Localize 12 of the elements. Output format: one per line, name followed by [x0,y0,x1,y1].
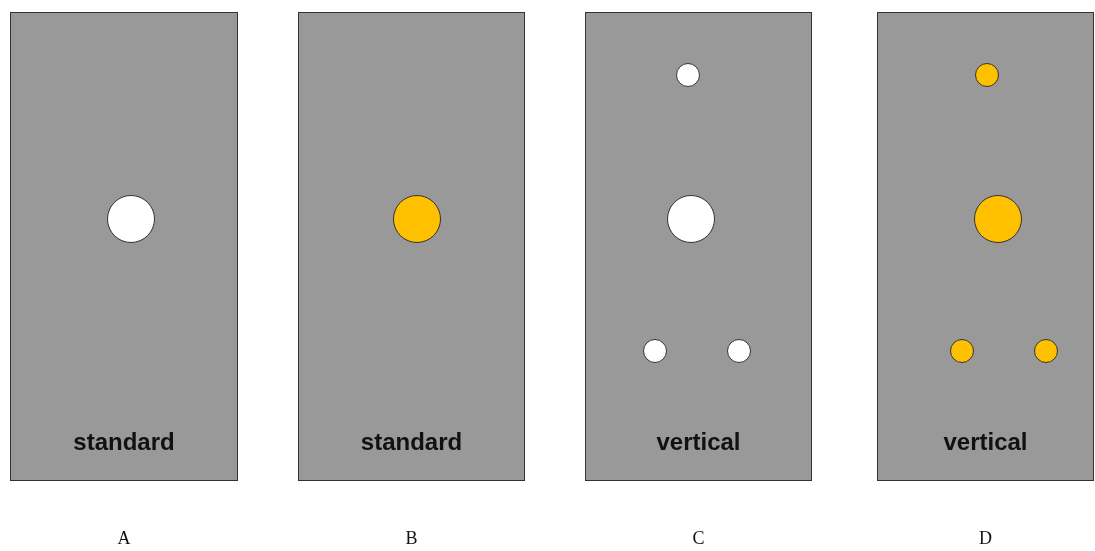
panel-letter: A [116,528,132,549]
panel-label: standard [360,428,463,456]
panel-letter: C [691,528,706,549]
panel-label: vertical [943,428,1028,456]
panel-label: vertical [656,428,741,456]
panel-letter: D [978,528,993,549]
panel [10,12,238,481]
panel [298,12,525,481]
panel [877,12,1094,481]
panel [585,12,812,481]
panel-label: standard [73,428,175,456]
panel-letter: B [404,528,419,549]
